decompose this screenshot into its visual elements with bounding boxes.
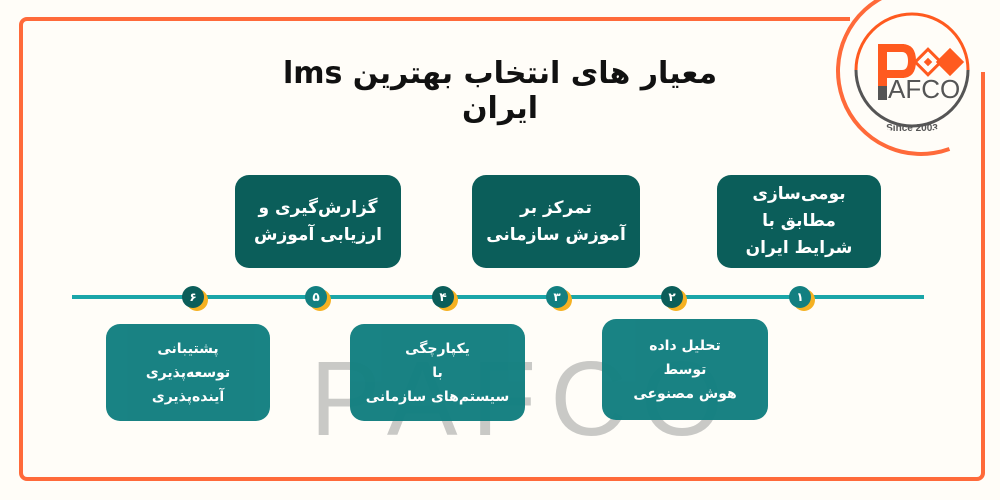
svg-text:AFCO: AFCO (888, 74, 960, 104)
criterion-line: بومی‌سازی (752, 184, 846, 204)
criterion-line: گزارش‌گیری و (258, 197, 378, 218)
criterion-line: پشتیبانی (157, 340, 219, 357)
criterion-4-box: یکپارچگی با سیستم‌های سازمانی (350, 324, 525, 421)
criterion-line: آینده‌پذیری (151, 388, 225, 405)
criterion-line: یکپارچگی (405, 340, 470, 357)
criterion-line: ارزیابی آموزش (254, 224, 382, 245)
marker-number: ۴ (432, 286, 454, 308)
criterion-6-box: پشتیبانی توسعه‌پذیری آینده‌پذیری (106, 324, 270, 421)
pafco-logo-icon: AFCO (854, 12, 970, 128)
criterion-line: شرایط ایران (745, 238, 853, 258)
criterion-line: هوش مصنوعی (633, 385, 737, 402)
timeline-marker-5: ۵ (305, 286, 331, 311)
timeline-marker-3: ۳ (546, 286, 572, 311)
criterion-line: با (432, 364, 443, 381)
criterion-1-box: بومی‌سازی مطابق با شرایط ایران (717, 175, 881, 268)
content-frame (19, 17, 985, 481)
timeline-marker-2: ۲ (661, 286, 687, 311)
timeline-line (72, 295, 924, 299)
criterion-2-box: تحلیل داده توسط هوش مصنوعی (602, 319, 768, 420)
marker-number: ۶ (182, 286, 204, 308)
marker-number: ۵ (305, 286, 327, 308)
pafco-logo: AFCO Since 2003 (848, 6, 976, 134)
criterion-line: مطابق با (762, 211, 836, 231)
criterion-line: تحلیل داده (649, 337, 721, 354)
marker-number: ۳ (546, 286, 568, 308)
timeline-marker-4: ۴ (432, 286, 458, 311)
timeline-marker-1: ۱ (789, 286, 815, 311)
criterion-line: آموزش سازمانی (486, 224, 626, 245)
page-title: معیار های انتخاب بهترین lms ایران (282, 56, 718, 126)
criterion-5-box: گزارش‌گیری و ارزیابی آموزش (235, 175, 401, 268)
criterion-3-box: تمرکز بر آموزش سازمانی (472, 175, 640, 268)
marker-number: ۱ (789, 286, 811, 308)
criterion-line: تمرکز بر (520, 197, 592, 218)
criterion-line: توسط (663, 361, 707, 378)
timeline-marker-6: ۶ (182, 286, 208, 311)
marker-number: ۲ (661, 286, 683, 308)
logo-since-text: Since 2003 (886, 123, 938, 134)
criterion-line: سیستم‌های سازمانی (365, 388, 510, 405)
criterion-line: توسعه‌پذیری (145, 364, 231, 381)
